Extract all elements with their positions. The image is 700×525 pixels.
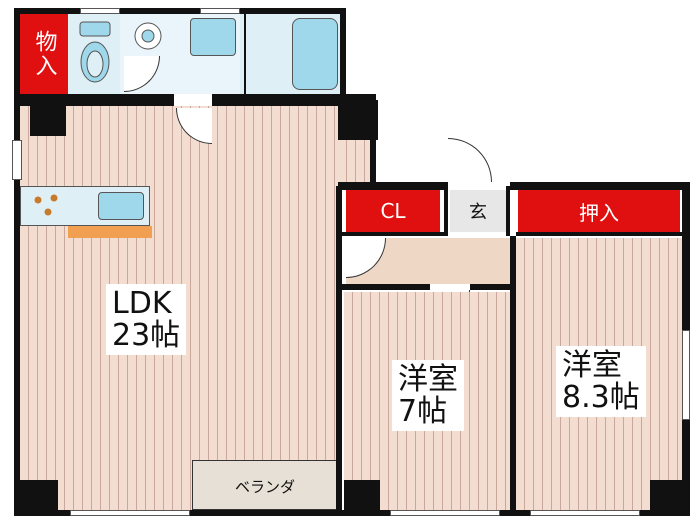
bathtub-icon	[292, 18, 338, 90]
storage-top-left-label: 物入	[31, 30, 57, 78]
wall-left	[14, 8, 20, 516]
window-room2-right	[682, 330, 690, 420]
toilet-seat-icon	[134, 22, 162, 50]
toilet-icon	[79, 21, 111, 83]
oshiire: 押入	[518, 190, 680, 232]
wall-wet-right	[340, 8, 346, 106]
wall-genkan-right	[506, 186, 510, 236]
wall-top-wet	[14, 8, 346, 14]
genkan	[450, 190, 506, 232]
oshiire-label: 押入	[579, 200, 619, 225]
wall-wet-bottom-2	[212, 94, 376, 106]
kitchen-bar	[68, 226, 152, 238]
wall-ldk-divider	[336, 186, 342, 516]
window-room1-bottom	[390, 510, 500, 516]
wall-hall-bottom-2	[470, 284, 516, 290]
wall-hall-bottom	[340, 284, 430, 290]
room1-size: 7帖	[398, 393, 448, 429]
pillar-bm	[344, 480, 380, 516]
ldk-size: 23帖	[112, 317, 181, 353]
closet-cl-label: CL	[380, 199, 406, 223]
wall-oshiire-top	[510, 182, 690, 190]
closet-cl: CL	[346, 190, 440, 232]
kitchen-sink-icon	[98, 192, 144, 220]
room2-label: 洋室 8.3帖	[556, 346, 646, 417]
window-wet-top-2	[200, 8, 240, 14]
window-ldk-bottom	[70, 510, 190, 516]
window-room2-bottom	[530, 510, 640, 516]
wall-genkan-left	[444, 186, 448, 236]
room1-label: 洋室 7帖	[392, 360, 464, 431]
stove-icon	[34, 194, 58, 216]
room2-name: 洋室	[562, 348, 622, 383]
balcony-label-wrap: ベランダ	[192, 466, 338, 506]
pillar-br	[650, 480, 690, 516]
wall-cl-bottom	[340, 232, 444, 236]
wall-cl-top	[338, 182, 448, 190]
genkan-label-wrap: 玄	[450, 190, 506, 232]
sink-icon	[190, 18, 236, 56]
room1-name: 洋室	[398, 362, 458, 397]
storage-top-left: 物入	[20, 14, 68, 94]
ldk-name: LDK	[112, 286, 172, 321]
pillar-tl	[30, 100, 66, 136]
balcony-label: ベランダ	[234, 477, 295, 496]
window-ldk-left	[12, 140, 22, 180]
entry-door	[448, 138, 492, 182]
pillar-bl	[18, 480, 58, 516]
wall-ldk-right-upper	[370, 100, 376, 186]
wall-oshiire-bottom	[516, 232, 686, 236]
ldk-label: LDK 23帖	[106, 284, 187, 355]
window-wet-top	[80, 8, 120, 14]
genkan-label: 玄	[469, 202, 487, 223]
room2-size: 8.3帖	[562, 379, 640, 415]
wall-room-divider	[510, 236, 516, 516]
